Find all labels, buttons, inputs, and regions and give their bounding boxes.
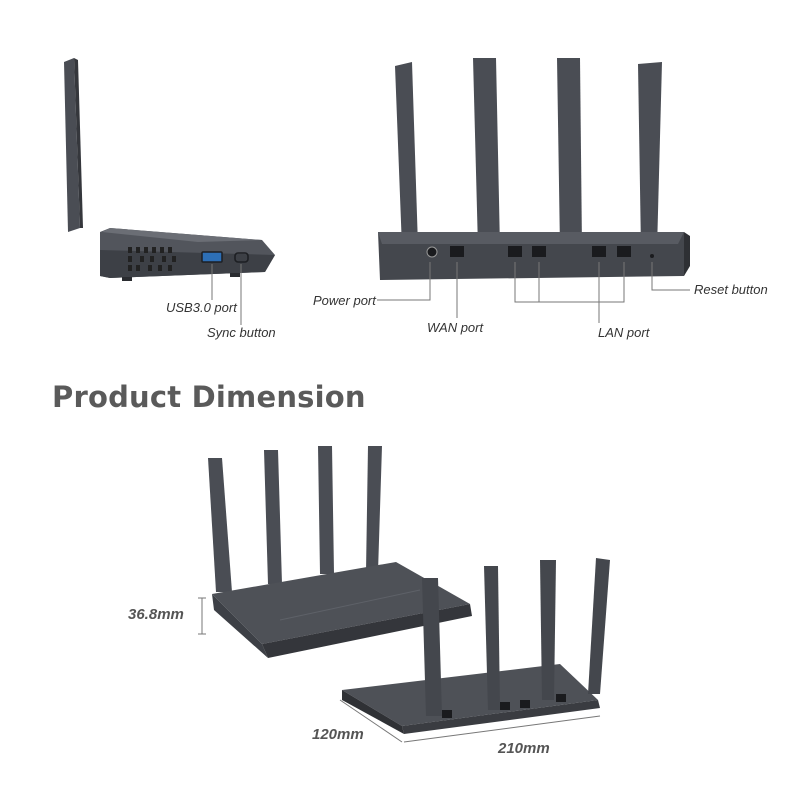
- power-port-icon: [426, 246, 438, 258]
- height-dimension: 36.8mm: [128, 606, 184, 623]
- lan-port-3-icon: [592, 246, 606, 257]
- sync-button-icon: [234, 252, 249, 263]
- width-dimension: 210mm: [498, 740, 550, 757]
- dimension-lines: [198, 597, 601, 743]
- reset-button-icon: [650, 254, 654, 258]
- reset-button-label: Reset button: [694, 282, 768, 297]
- vent-grille: [128, 247, 176, 271]
- router-rear-3d: [342, 558, 610, 734]
- usb-port-icon: [201, 251, 223, 263]
- wan-port-icon: [450, 246, 464, 257]
- router-side-view: [64, 58, 275, 325]
- usb-port-label: USB3.0 port: [166, 300, 237, 315]
- lan-port-4-icon: [617, 246, 631, 257]
- power-port-label: Power port: [313, 293, 376, 308]
- router-rear-view: [377, 58, 690, 323]
- wan-port-label: WAN port: [427, 320, 484, 335]
- sync-button-label: Sync button: [207, 325, 276, 340]
- router-front-3d: [208, 446, 472, 658]
- depth-dimension: 120mm: [312, 726, 364, 743]
- lan-port-2-icon: [532, 246, 546, 257]
- section-heading: Product Dimension: [52, 380, 366, 414]
- lan-port-label: LAN port: [598, 325, 650, 340]
- lan-port-1-icon: [508, 246, 522, 257]
